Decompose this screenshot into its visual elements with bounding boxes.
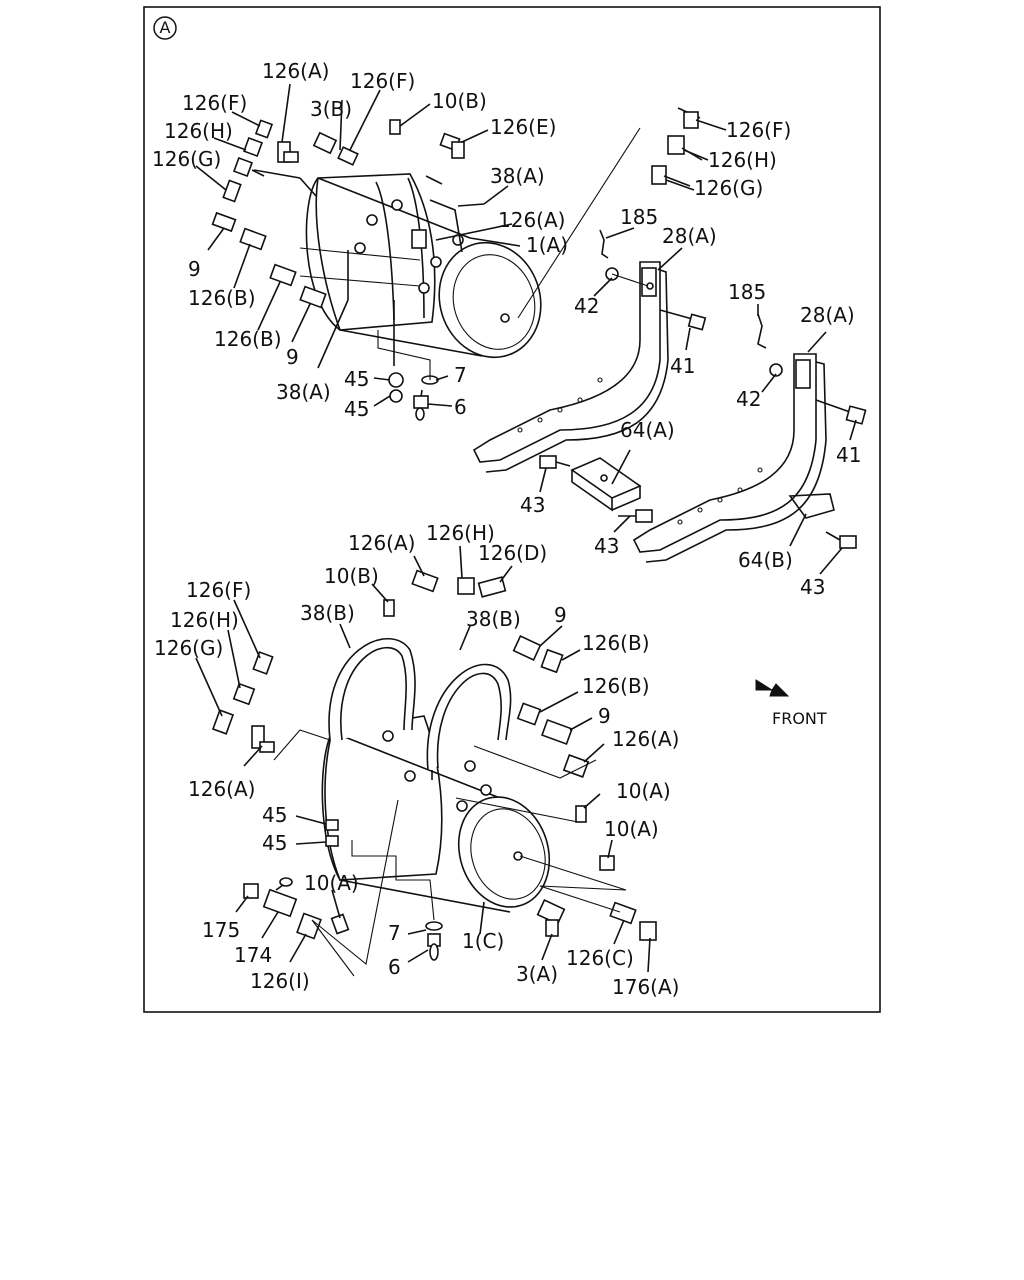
callout-42: 42 bbox=[736, 387, 761, 411]
callout-174: 174 bbox=[234, 943, 272, 967]
lower-leader-lines bbox=[195, 545, 651, 977]
callout-1A: 1(A) bbox=[526, 233, 568, 257]
callout-45: 45 bbox=[344, 367, 369, 391]
bracket-leader-lines bbox=[539, 227, 857, 575]
callout-45: 45 bbox=[262, 831, 287, 855]
callout-126H: 126(H) bbox=[708, 148, 777, 172]
callout-3B: 3(B) bbox=[310, 97, 352, 121]
callout-43: 43 bbox=[520, 493, 545, 517]
callout-126B: 126(B) bbox=[582, 674, 650, 698]
callout-64B: 64(B) bbox=[738, 548, 793, 572]
callout-9: 9 bbox=[286, 345, 299, 369]
callout-176A: 176(A) bbox=[612, 975, 679, 999]
upper-bracket bbox=[472, 229, 707, 473]
callout-126B: 126(B) bbox=[188, 286, 256, 310]
callout-126A: 126(A) bbox=[348, 531, 415, 555]
callout-126A: 126(A) bbox=[612, 727, 679, 751]
front-arrow-icon bbox=[755, 679, 790, 697]
callout-126A: 126(A) bbox=[262, 59, 329, 83]
callout-126A: 126(A) bbox=[498, 208, 565, 232]
callout-126G: 126(G) bbox=[154, 636, 223, 660]
callout-126G: 126(G) bbox=[694, 176, 763, 200]
callout-10A: 10(A) bbox=[616, 779, 671, 803]
section-marker-letter: A bbox=[160, 18, 171, 37]
callout-126B: 126(B) bbox=[214, 327, 282, 351]
callout-126A: 126(A) bbox=[188, 777, 255, 801]
callout-126E: 126(E) bbox=[490, 115, 556, 139]
upper-fittings bbox=[211, 107, 703, 421]
callout-7: 7 bbox=[388, 921, 401, 945]
callout-6: 6 bbox=[454, 395, 467, 419]
callout-126B: 126(B) bbox=[582, 631, 650, 655]
callout-126H: 126(H) bbox=[426, 521, 495, 545]
callout-185: 185 bbox=[620, 205, 658, 229]
callout-10A: 10(A) bbox=[604, 817, 659, 841]
upper-air-tank bbox=[305, 173, 542, 366]
callout-10B: 10(B) bbox=[432, 89, 487, 113]
callout-1C: 1(C) bbox=[462, 929, 504, 953]
callout-126D: 126(D) bbox=[478, 541, 547, 565]
callout-126G: 126(G) bbox=[152, 147, 221, 171]
callout-38A: 38(A) bbox=[490, 164, 545, 188]
callout-38A: 38(A) bbox=[276, 380, 331, 404]
callout-45: 45 bbox=[262, 803, 287, 827]
callout-126F: 126(F) bbox=[182, 91, 247, 115]
front-label: FRONT bbox=[772, 709, 827, 728]
upper-leader-lines bbox=[195, 83, 727, 407]
callout-175: 175 bbox=[202, 918, 240, 942]
callout-3A: 3(A) bbox=[516, 962, 558, 986]
callout-7: 7 bbox=[454, 363, 467, 387]
callout-9: 9 bbox=[598, 704, 611, 728]
callout-9: 9 bbox=[188, 257, 201, 281]
callouts: 126(A) 126(F) 3(B) 126(F) 10(B) 126(H) 1… bbox=[152, 59, 861, 999]
callout-41: 41 bbox=[670, 354, 695, 378]
callout-126F: 126(F) bbox=[350, 69, 415, 93]
section-marker: A bbox=[153, 16, 177, 40]
callout-126H: 126(H) bbox=[170, 608, 239, 632]
callout-9: 9 bbox=[554, 603, 567, 627]
callout-38B: 38(B) bbox=[466, 607, 521, 631]
mounting-plate-64A bbox=[539, 455, 857, 549]
callout-45: 45 bbox=[344, 397, 369, 421]
callout-6: 6 bbox=[388, 955, 401, 979]
callout-10A: 10(A) bbox=[304, 871, 359, 895]
callout-41: 41 bbox=[836, 443, 861, 467]
callout-38B: 38(B) bbox=[300, 601, 355, 625]
callout-28A: 28(A) bbox=[800, 303, 855, 327]
lower-fittings bbox=[211, 569, 657, 961]
diagram-frame bbox=[143, 6, 881, 1013]
callout-126C: 126(C) bbox=[566, 946, 634, 970]
lower-right-bracket bbox=[632, 313, 867, 563]
callout-10B: 10(B) bbox=[324, 564, 379, 588]
callout-126H: 126(H) bbox=[164, 119, 233, 143]
lower-air-tank bbox=[321, 638, 551, 913]
callout-28A: 28(A) bbox=[662, 224, 717, 248]
callout-126I: 126(I) bbox=[250, 969, 310, 993]
callout-42: 42 bbox=[574, 294, 599, 318]
callout-43: 43 bbox=[800, 575, 825, 599]
callout-185: 185 bbox=[728, 280, 766, 304]
callout-126F: 126(F) bbox=[186, 578, 251, 602]
callout-43: 43 bbox=[594, 534, 619, 558]
callout-64A: 64(A) bbox=[620, 418, 675, 442]
callout-126F: 126(F) bbox=[726, 118, 791, 142]
